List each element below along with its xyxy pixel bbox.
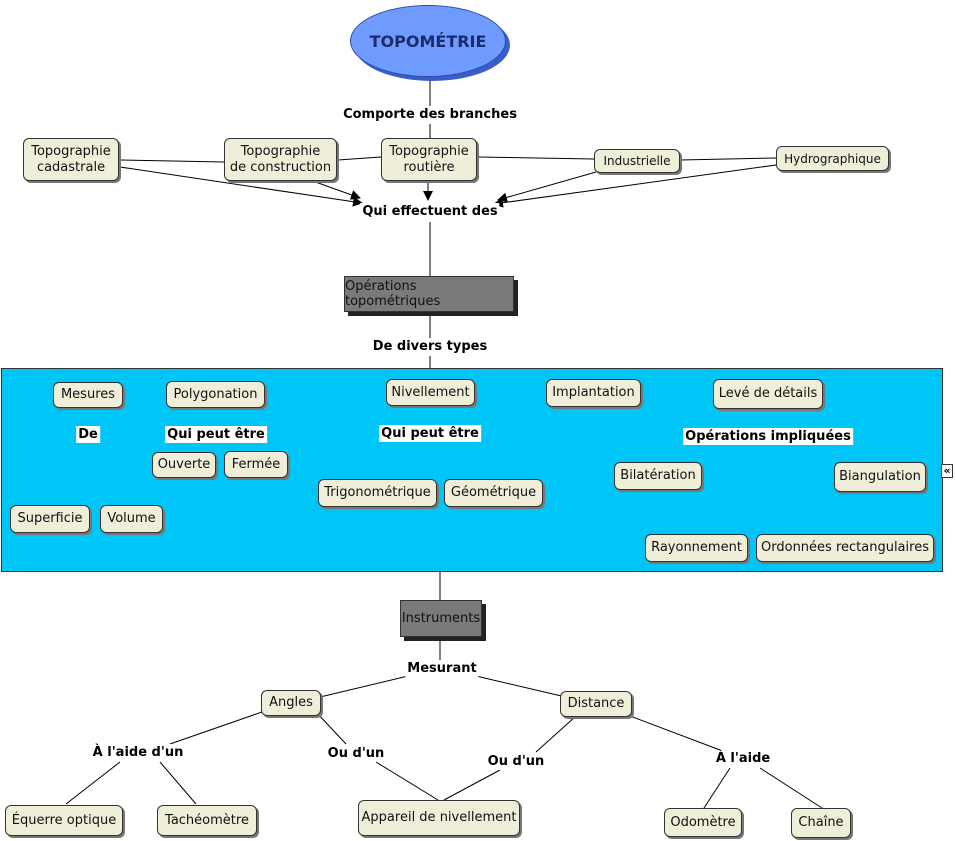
node-superficie[interactable]: Superficie [10,505,90,533]
link-peut-etre-nivellement: Qui peut être [379,425,481,442]
node-instruments[interactable]: Instruments [400,600,482,637]
node-chaine[interactable]: Chaîne [791,808,851,838]
node-topographie-routiere[interactable]: Topographie routière [381,138,477,181]
node-distance[interactable]: Distance [560,691,632,717]
link-ou-dun-angles: Ou d'un [325,745,387,762]
node-industrielle[interactable]: Industrielle [594,149,680,173]
link-a-laide: À l'aide [713,750,773,767]
link-de: De [76,426,100,443]
link-ou-dun-distance: Ou d'un [485,753,547,770]
node-topographie-construction[interactable]: Topographie de construction [224,138,337,181]
link-divers-types: De divers types [370,338,490,355]
node-fermee[interactable]: Fermée [224,451,288,478]
node-mesures[interactable]: Mesures [53,382,123,408]
node-ouverte[interactable]: Ouverte [152,452,216,478]
node-nivellement[interactable]: Nivellement [386,379,475,406]
node-ordonnees-rectangulaires[interactable]: Ordonnées rectangulaires [756,534,934,562]
node-biangulation[interactable]: Biangulation [834,462,926,492]
link-comporte: Comporte des branches [341,106,519,123]
node-odometre[interactable]: Odomètre [664,808,742,837]
node-leve-de-details[interactable]: Levé de détails [713,379,823,409]
node-topographie-cadastrale[interactable]: Topographie cadastrale [23,138,119,181]
node-hydrographique[interactable]: Hydrographique [776,146,889,171]
node-implantation[interactable]: Implantation [546,379,641,407]
link-operations-impliquees: Opérations impliquées [683,428,853,445]
node-angles[interactable]: Angles [261,690,321,716]
link-effectuent: Qui effectuent des [360,203,500,220]
node-rayonnement[interactable]: Rayonnement [645,534,748,562]
node-volume[interactable]: Volume [100,505,163,533]
title-node[interactable]: TOPOMÉTRIE [350,5,512,81]
node-tacheometre[interactable]: Tachéomètre [157,805,257,836]
link-peut-etre-polygonation: Qui peut être [165,426,267,443]
title-label: TOPOMÉTRIE [350,5,506,77]
link-a-laide-dun: À l'aide d'un [90,744,186,761]
link-mesurant: Mesurant [405,660,479,677]
node-geometrique[interactable]: Géométrique [444,479,543,507]
node-equerre-optique[interactable]: Équerre optique [5,805,123,836]
node-trigonometrique[interactable]: Trigonométrique [318,479,437,507]
node-polygonation[interactable]: Polygonation [166,381,265,408]
node-appareil-de-nivellement[interactable]: Appareil de nivellement [358,800,520,836]
node-bilateration[interactable]: Bilatération [614,462,702,490]
collapse-toggle[interactable]: « [941,464,953,478]
node-operations-topometriques[interactable]: Opérations topométriques [344,276,514,312]
